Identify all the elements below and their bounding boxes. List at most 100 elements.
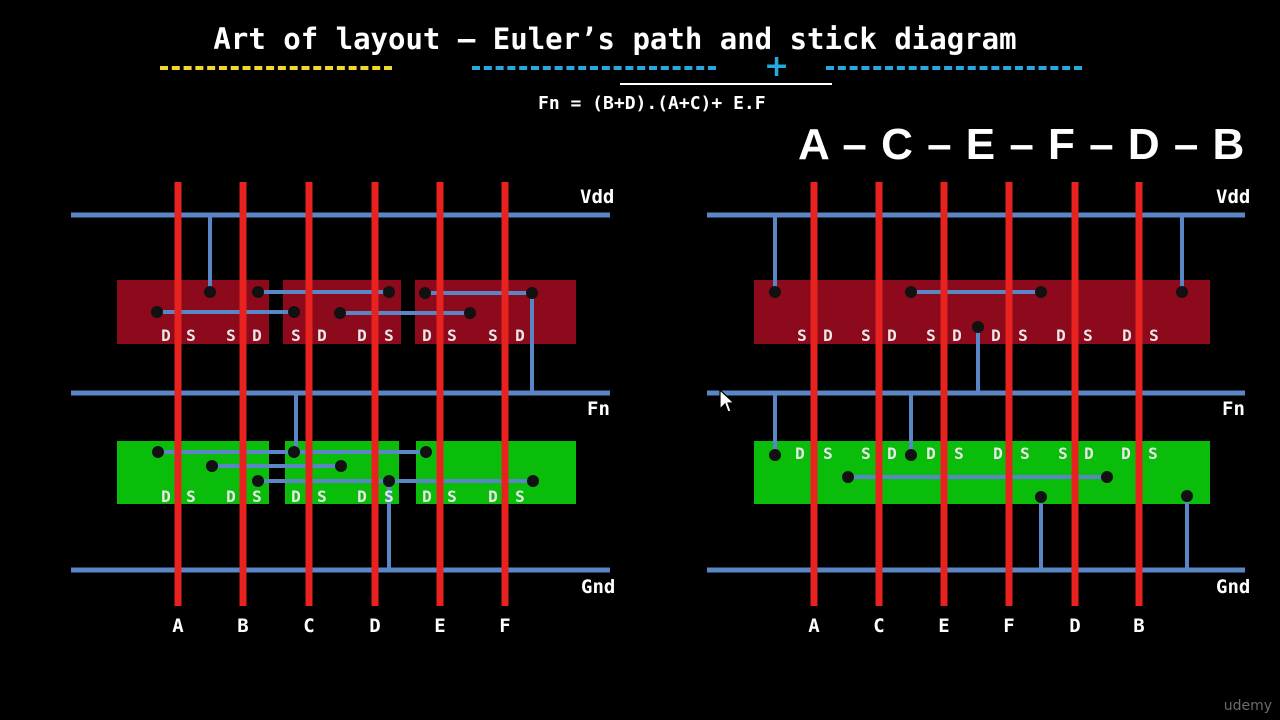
nmos-contact [1101,471,1113,483]
nmos-sd-label: S [1148,444,1158,463]
nmos-sd-label: S [861,444,871,463]
gate-label: D [1069,615,1080,637]
pmos-sd-label: S [226,326,236,345]
nmos-contact [769,449,781,461]
pmos-sd-label: S [447,326,457,345]
nmos-sd-label: D [993,444,1003,463]
gate-label: D [369,615,380,637]
pmos-contact [769,286,781,298]
vdd-label: Vdd [580,186,614,208]
nmos-contact [420,446,432,458]
udemy-watermark: udemy [1223,698,1272,714]
gate-label: E [938,615,949,637]
nmos-sd-label: D [1121,444,1131,463]
pmos-contact [972,321,984,333]
pmos-sd-label: D [161,326,171,345]
nmos-sd-label: D [226,487,236,506]
title-underline-blue-left [472,66,716,70]
pmos-sd-label: D [252,326,262,345]
pmos-sd-label: D [1056,326,1066,345]
nmos-sd-label: S [823,444,833,463]
pmos-contact [383,286,395,298]
nmos-sd-label: D [887,444,897,463]
nmos-sd-label: D [422,487,432,506]
nmos-sd-label: S [447,487,457,506]
nmos-contact [152,446,164,458]
nmos-contact [252,475,264,487]
gate-label: A [172,615,184,637]
fn-label: Fn [1222,398,1245,420]
nmos-sd-label: S [1058,444,1068,463]
fn-label: Fn [587,398,610,420]
pmos-contact [1035,286,1047,298]
pmos-sd-label: D [823,326,833,345]
gate-label: C [873,615,884,637]
gnd-label: Gnd [1216,576,1250,598]
pmos-contact [288,306,300,318]
pmos-sd-label: S [1149,326,1159,345]
pmos-contact [151,306,163,318]
nmos-contact [527,475,539,487]
nmos-sd-label: D [795,444,805,463]
nmos-contact [905,449,917,461]
pmos-contact [905,286,917,298]
nmos-contact [1181,490,1193,502]
mouse-pointer-icon [719,389,735,413]
title-underline-blue-right [826,66,1082,70]
nmos-sd-label: D [161,487,171,506]
gate-label: E [434,615,445,637]
formula: Fn = (B+D).(A+C)+ E.F [538,93,766,114]
nmos-sd-label: D [1084,444,1094,463]
nmos-sd-label: S [317,487,327,506]
pmos-contact [334,307,346,319]
gate-label: B [1133,615,1144,637]
nmos-sd-label: S [186,487,196,506]
formula-overbar [620,83,832,85]
pmos-sd-label: S [384,326,394,345]
gate-label: F [1003,615,1014,637]
pmos-sd-label: S [861,326,871,345]
pmos-sd-label: D [991,326,1001,345]
pmos-sd-label: S [488,326,498,345]
pmos-sd-label: S [1083,326,1093,345]
pmos-sd-label: S [797,326,807,345]
pmos-sd-label: D [887,326,897,345]
pmos-sd-label: D [317,326,327,345]
pmos-sd-label: D [422,326,432,345]
euler-path: A – C – E – F – D – B [798,120,1246,169]
pmos-contact [526,287,538,299]
pmos-sd-label: D [357,326,367,345]
nmos-sd-label: S [954,444,964,463]
nmos-sd-label: S [515,487,525,506]
title-underline-yellow [160,66,392,70]
nmos-contact [206,460,218,472]
nmos-sd-label: D [488,487,498,506]
gnd-label: Gnd [581,576,615,598]
gate-label: F [499,615,510,637]
pmos-sd-label: S [1018,326,1028,345]
pmos-sd-label: S [186,326,196,345]
nmos-contact [1035,491,1047,503]
pmos-contact [204,286,216,298]
nmos-sd-label: D [926,444,936,463]
nmos-sd-label: S [1020,444,1030,463]
gate-label: B [237,615,248,637]
pmos-contact [464,307,476,319]
vdd-label: Vdd [1216,186,1250,208]
plus-symbol: + [764,49,790,84]
slide-title: Art of layout – Euler’s path and stick d… [213,22,1017,56]
pmos-contact [419,287,431,299]
nmos-contact [288,446,300,458]
nmos-diffusion [754,441,1210,504]
pmos-contact [252,286,264,298]
nmos-sd-label: S [384,487,394,506]
nmos-contact [842,471,854,483]
nmos-sd-label: D [357,487,367,506]
pmos-sd-label: S [291,326,301,345]
pmos-sd-label: D [1122,326,1132,345]
nmos-sd-label: D [291,487,301,506]
nmos-contact [383,475,395,487]
